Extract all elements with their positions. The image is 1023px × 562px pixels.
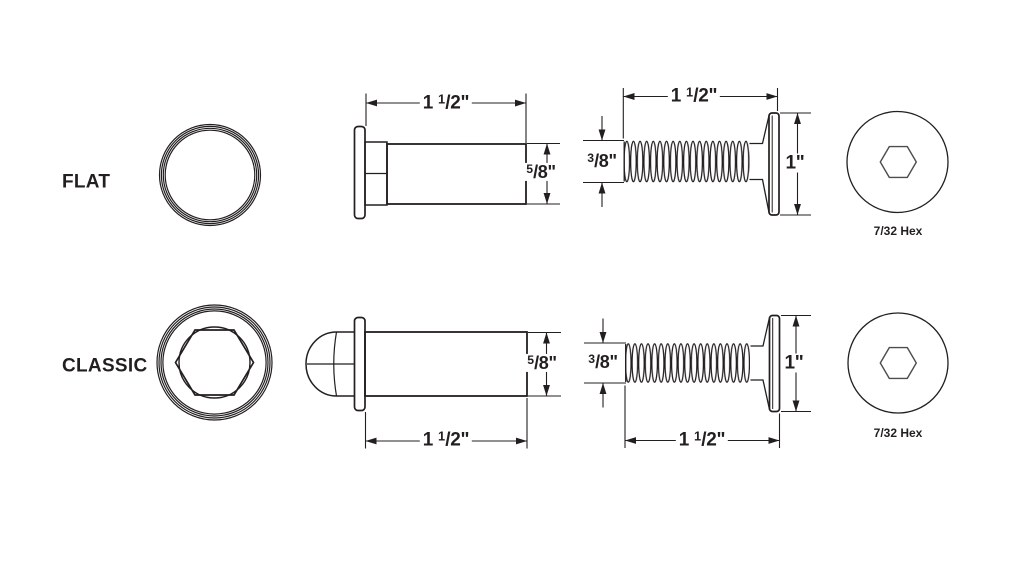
- classic-front-view: [156, 304, 273, 421]
- hex-nut-icon: [174, 329, 255, 396]
- classic-screw-length-label: 1 1/2": [675, 429, 729, 450]
- flat-screw-thread-dim: [583, 116, 624, 207]
- flat-barrel-length-label: 1 1/2": [419, 92, 473, 113]
- classic-screw-head-label: 1": [781, 353, 807, 373]
- flat-screw-side-view: [623, 112, 780, 216]
- flat-screw-head-label: 1": [782, 153, 808, 173]
- classic-barrel-length-label: 1 1/2": [419, 429, 473, 450]
- hex-socket-icon: [879, 346, 918, 380]
- flat-barrel-diameter-label: 5/8": [523, 163, 559, 181]
- flat-barrel-side-view: [353, 125, 527, 220]
- hex-socket-icon: [879, 145, 918, 179]
- classic-screw-side-view: [625, 314, 781, 413]
- row-label-flat: FLAT: [62, 171, 111, 193]
- classic-barrel-side-view: [305, 316, 528, 412]
- flat-screw-thread-label: 3/8": [584, 152, 620, 170]
- flat-front-view: [158, 123, 262, 227]
- flat-socket-size-label: 7/32 Hex: [873, 224, 923, 238]
- classic-barrel-diameter-label: 5/8": [524, 354, 560, 372]
- flat-screw-length-label: 1 1/2": [667, 85, 721, 106]
- classic-screw-thread-dim: [584, 318, 626, 408]
- classic-socket-size-label: 7/32 Hex: [873, 426, 923, 440]
- classic-screw-thread-label: 3/8": [585, 353, 621, 371]
- classic-socket-view: [847, 312, 949, 414]
- row-label-classic: CLASSIC: [62, 355, 148, 377]
- flat-socket-view: [846, 110, 949, 214]
